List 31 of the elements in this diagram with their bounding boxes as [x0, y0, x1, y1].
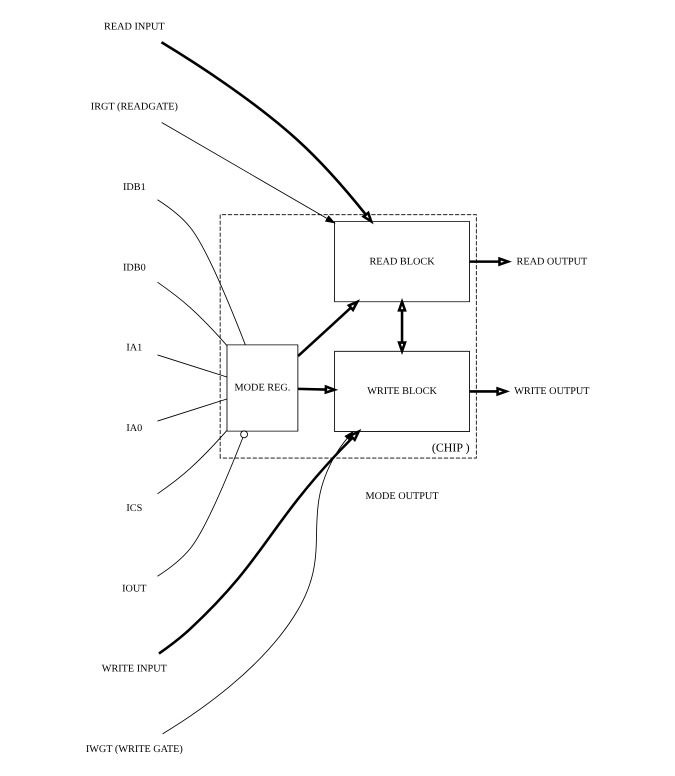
node-text: WRITE OUTPUT	[514, 386, 590, 398]
node-text: IDB1	[122, 182, 146, 193]
connector	[156, 430, 248, 577]
node-text: IDB0	[122, 262, 146, 274]
arrow	[158, 428, 361, 655]
node-box: MODE REG.	[226, 344, 298, 432]
arrow	[160, 122, 336, 224]
arrow	[469, 256, 512, 266]
node-text: ICS	[126, 503, 142, 514]
node-text: IOUT	[122, 583, 146, 594]
connector	[156, 282, 227, 346]
connector	[156, 430, 227, 494]
node-text: IRGT (READGATE)	[90, 102, 178, 113]
arrow	[469, 386, 510, 396]
node-text: IA0	[126, 422, 142, 434]
node-text: IWGT (WRITE GATE)	[85, 744, 182, 755]
arrow	[396, 298, 406, 355]
node-text: READ INPUT	[104, 21, 164, 32]
node-text: WRITE INPUT	[101, 664, 166, 675]
arrow	[160, 41, 374, 224]
arrow	[298, 384, 338, 394]
node-text: READ OUTPUT	[516, 256, 587, 268]
node-box: READ BLOCK	[334, 221, 470, 302]
connector	[156, 354, 227, 378]
node-box: WRITE BLOCK	[334, 350, 470, 432]
connector	[156, 199, 246, 346]
connector	[156, 398, 227, 422]
node-text: IA1	[126, 342, 142, 354]
arrow	[162, 430, 354, 734]
label: MODE OUTPUT	[365, 491, 438, 502]
arrow	[296, 299, 360, 358]
